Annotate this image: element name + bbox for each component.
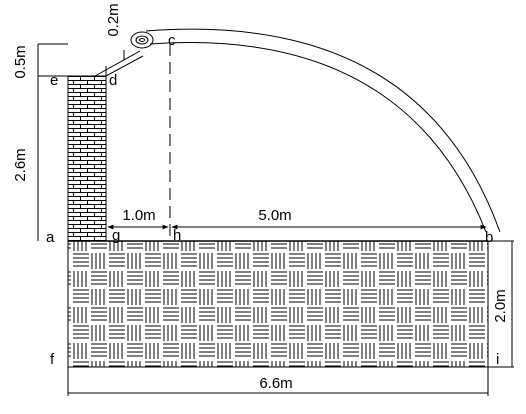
point-label-h: h [173, 227, 181, 244]
point-label-g: g [112, 227, 120, 244]
dim-label-ground-depth: 2.0m [492, 289, 509, 322]
trajectory-outer [145, 28, 501, 233]
ramp [94, 50, 144, 77]
point-label-b: b [485, 229, 493, 246]
dim-label-ground-width: 6.6m [259, 375, 292, 392]
dim-label-span: 5.0m [258, 207, 291, 224]
brick-wall [67, 75, 107, 242]
roller [130, 31, 154, 49]
ground-block [67, 240, 489, 368]
dim-label-small-rise: 0.2m [105, 3, 122, 36]
point-label-d: d [109, 72, 117, 89]
point-label-e: e [50, 72, 58, 89]
dim-label-top-offset: 0.5m [12, 45, 29, 78]
point-label-c: c [168, 32, 176, 49]
point-label-f: f [50, 351, 55, 368]
trajectory-inner [149, 42, 487, 233]
dim-label-wall-height: 2.6m [12, 148, 29, 181]
point-label-a: a [46, 229, 55, 246]
point-label-i: i [496, 351, 499, 368]
dim-label-gap: 1.0m [122, 207, 155, 224]
